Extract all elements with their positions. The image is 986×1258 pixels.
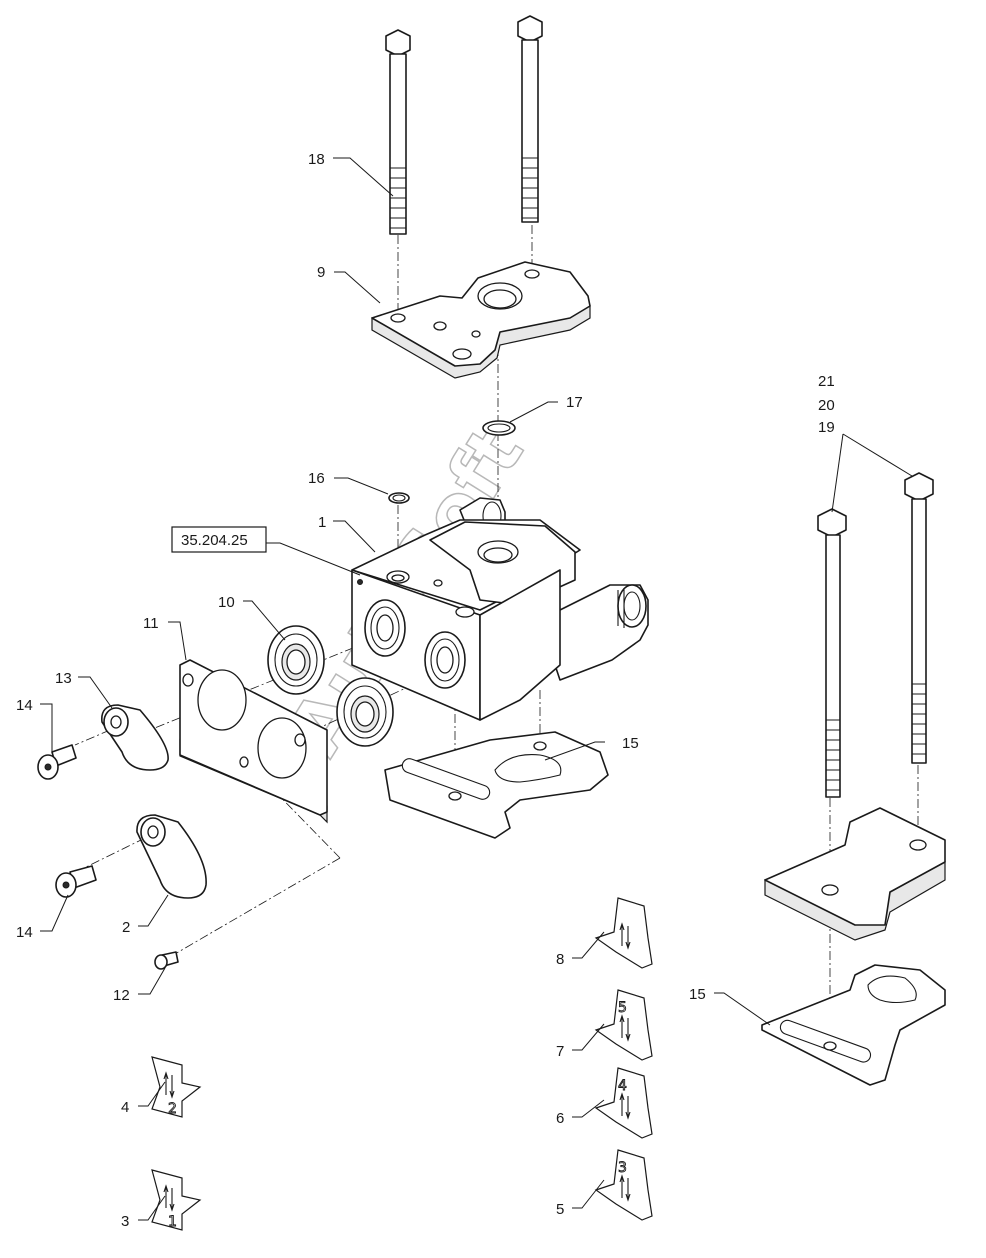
callout-3: 3 bbox=[121, 1213, 129, 1230]
decal-8 bbox=[594, 897, 653, 969]
plate-15-right bbox=[761, 964, 946, 1086]
callout-13: 13 bbox=[55, 670, 72, 687]
bolt-19-right bbox=[904, 472, 934, 764]
callout-18: 18 bbox=[308, 151, 325, 168]
callout-19: 19 bbox=[818, 419, 835, 436]
screw-14-lower bbox=[55, 865, 97, 898]
callout-6: 6 bbox=[556, 1110, 564, 1127]
valve-block-1 bbox=[351, 497, 649, 721]
bracket-plate-9 bbox=[371, 261, 591, 379]
lever-2 bbox=[136, 814, 207, 899]
callout-10: 10 bbox=[218, 594, 235, 611]
bracket-plate-right bbox=[764, 807, 946, 941]
callout-11: 11 bbox=[143, 615, 159, 632]
decal-5-number: 3 bbox=[618, 1160, 627, 1176]
lever-13 bbox=[101, 704, 169, 771]
decal-5: 3 bbox=[594, 1149, 653, 1221]
callout-9: 9 bbox=[317, 264, 325, 281]
decal-3: 1 bbox=[151, 1169, 202, 1231]
plate-15-center bbox=[384, 731, 609, 839]
callout-4: 4 bbox=[121, 1099, 129, 1116]
callout-labels: 18 9 17 16 1 10 11 13 14 15 14 2 12 21 2… bbox=[16, 151, 835, 1230]
decal-4-number: 2 bbox=[168, 1101, 177, 1117]
bolt-18-left bbox=[385, 29, 411, 235]
o-ring-16 bbox=[388, 492, 410, 504]
decal-6-number: 4 bbox=[618, 1078, 627, 1094]
decal-3-number: 1 bbox=[168, 1214, 177, 1230]
callout-21: 21 bbox=[818, 373, 835, 390]
callout-17: 17 bbox=[566, 394, 583, 411]
callout-12: 12 bbox=[113, 987, 130, 1004]
callout-15-right: 15 bbox=[689, 986, 706, 1003]
callout-8: 8 bbox=[556, 951, 564, 968]
seal-10-upper bbox=[267, 625, 325, 695]
seal-10-lower bbox=[336, 677, 394, 747]
reference-label: 35.204.25 bbox=[181, 532, 248, 549]
callout-20: 20 bbox=[818, 397, 835, 414]
screw-12 bbox=[154, 951, 179, 970]
callout-14-upper: 14 bbox=[16, 697, 33, 714]
callout-2: 2 bbox=[122, 919, 130, 936]
bolt-18-right bbox=[517, 15, 543, 223]
bolt-19-left bbox=[817, 508, 847, 798]
gasket-plate-11 bbox=[179, 659, 328, 824]
decal-7: 5 bbox=[594, 989, 653, 1061]
o-ring-17 bbox=[482, 420, 516, 436]
decal-4: 2 bbox=[151, 1056, 202, 1118]
callout-7: 7 bbox=[556, 1043, 564, 1060]
decal-7-number: 5 bbox=[618, 1000, 627, 1016]
callout-1: 1 bbox=[318, 514, 326, 531]
callout-15-center: 15 bbox=[622, 735, 639, 752]
screw-14-upper bbox=[37, 744, 77, 780]
decal-6: 4 bbox=[594, 1067, 653, 1139]
callout-16: 16 bbox=[308, 470, 325, 487]
callout-14-lower: 14 bbox=[16, 924, 33, 941]
leader-lines bbox=[40, 157, 913, 1221]
callout-5: 5 bbox=[556, 1201, 564, 1218]
reference-box[interactable]: 35.204.25 bbox=[171, 526, 267, 553]
